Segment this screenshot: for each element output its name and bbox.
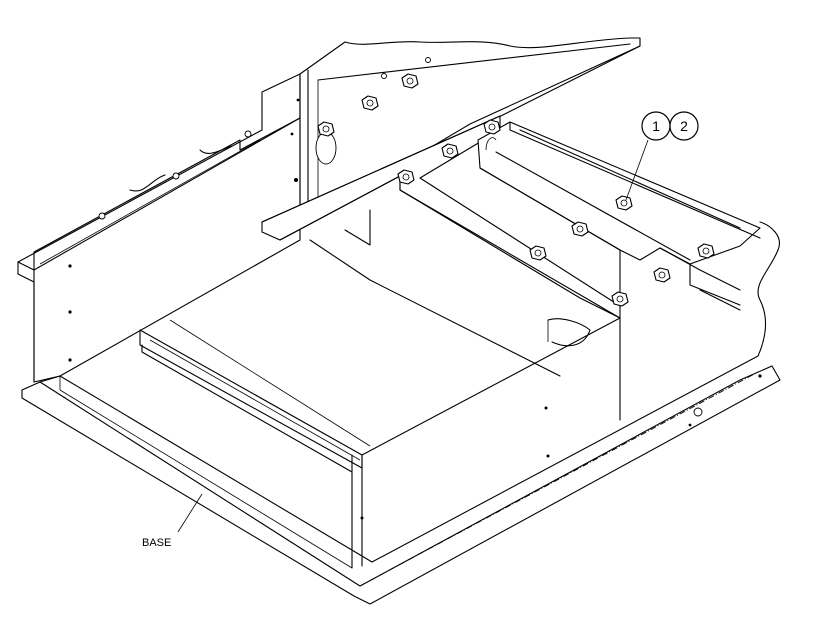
callout-leader-line — [625, 139, 649, 201]
bolt — [615, 195, 633, 211]
bolt — [361, 95, 379, 111]
bolt — [697, 243, 715, 259]
bolt-set — [317, 73, 715, 307]
right-channel — [477, 121, 761, 311]
base-leader-line — [177, 493, 203, 533]
callout-2-circle[interactable] — [669, 111, 699, 141]
bolt — [317, 121, 335, 137]
bolt — [397, 169, 415, 185]
base-label-group: BASE — [142, 493, 203, 549]
bolt — [401, 73, 419, 89]
bolt — [483, 119, 501, 135]
bolt — [611, 291, 629, 307]
callout-2-label: 2 — [680, 118, 688, 134]
base-label: BASE — [142, 537, 171, 549]
bolt — [441, 143, 459, 159]
left-rail — [17, 73, 301, 383]
bolt — [571, 221, 589, 237]
bolt — [653, 267, 671, 283]
base-plate — [21, 221, 781, 605]
callout-1-label: 1 — [652, 118, 660, 134]
bolt — [529, 245, 547, 261]
crossbeam — [261, 115, 621, 421]
center-housing — [59, 317, 621, 569]
callout-group: 1 2 — [625, 111, 699, 201]
